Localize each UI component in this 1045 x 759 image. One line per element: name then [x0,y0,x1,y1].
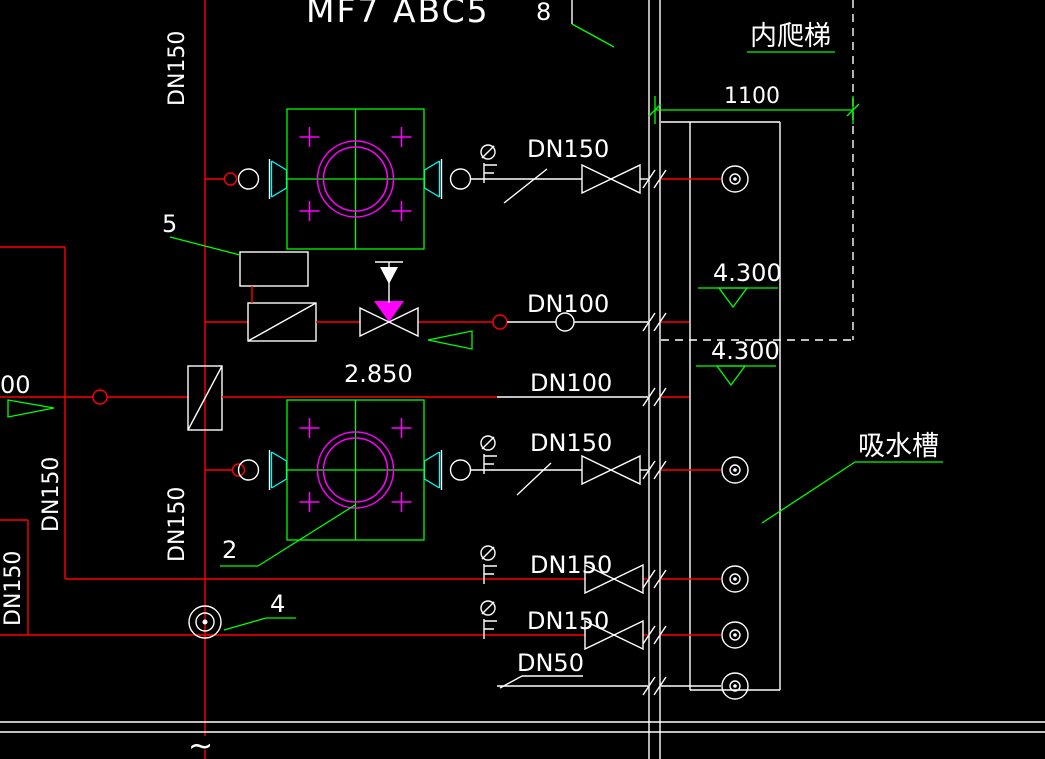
pump1-discharge-label: DN150 [527,135,609,163]
dn100-upper-header [205,251,689,350]
red-pipe-risers [0,0,206,759]
elev-2850-label: 2.850 [344,360,413,388]
dim-1100-label: 1100 [724,84,780,109]
left-riser-b-label: DN150 [1,551,26,626]
green-leaders [169,0,943,631]
fire-pump-1 [237,108,472,250]
riser-dot-2 [721,456,749,484]
dn100-upper-label: DN100 [527,290,609,318]
riser-dot-3 [721,565,749,593]
valve-pump2-discharge [581,455,641,485]
valve-pump1-discharge [581,164,641,194]
left-cut-label: 00 [0,371,31,399]
branch-b-label: DN150 [527,607,609,635]
riser-dot-4 [721,621,749,649]
suction-channel [661,0,854,691]
dn100-lower-label: DN100 [530,369,612,397]
center-riser-label: DN150 [165,487,190,562]
gauge-pump1 [480,144,498,184]
left-riser-a-label: DN150 [39,457,64,532]
branch-a-label: DN150 [530,551,612,579]
gauge-branch-b [480,600,498,640]
riser-dot-1 [721,165,749,193]
gauge-pump2 [480,435,498,475]
tag-4: 4 [270,590,285,618]
tag-2: 2 [222,536,237,564]
pump2-discharge-label: DN150 [530,429,612,457]
drain-row [497,675,721,689]
dn100-lower-header [0,365,689,431]
riser-top-label: DN150 [165,31,190,106]
tag-8: 8 [536,0,551,26]
dimension-1100 [648,96,860,124]
elevation-marker-upper [698,287,778,309]
elevation-marker-lower [696,365,776,387]
pipe-break-symbol: ~ [188,729,213,759]
elev-upper-label: 4.300 [713,259,782,287]
pump2-discharge-row [205,462,721,496]
drain-label: DN50 [517,649,584,677]
tag-5: 5 [162,210,177,238]
elev-lower-label: 4.300 [711,337,780,365]
fire-pump-2 [237,399,472,541]
ladder-label: 内爬梯 [750,21,831,52]
drawing-title: MF7 ABC5 [306,0,490,30]
suction-tank-label: 吸水槽 [858,431,939,462]
riser-dot-5 [721,672,749,700]
floor-drain-symbol [188,605,222,639]
pump1-discharge-row [205,168,721,204]
